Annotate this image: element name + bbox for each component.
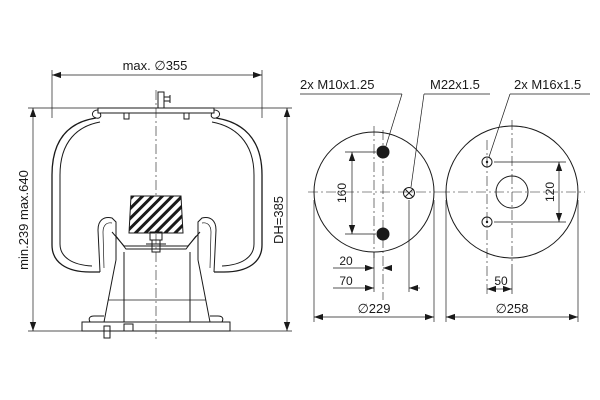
bump-stop <box>128 195 184 234</box>
bellow-outer-right <box>214 117 263 273</box>
height-range-label: min.239 max.640 <box>16 170 31 270</box>
dim-229-label: ∅229 <box>357 301 390 316</box>
piston-flange-right <box>197 217 217 273</box>
bottom-bolt-left <box>103 325 111 339</box>
top-plate-view: 160 20 70 ∅229 2x M10x1.25 M22x1.5 <box>300 77 490 322</box>
piston-flange-left <box>97 217 117 273</box>
top-bolt-right <box>183 112 190 120</box>
dim-160-label: 160 <box>335 183 349 203</box>
piston-body <box>103 245 211 323</box>
m16-hole-upper-icon <box>481 156 493 168</box>
crimp-ring-right <box>210 109 221 119</box>
m10-bolt-upper <box>376 145 390 159</box>
thread-m16-label: 2x M16x1.5 <box>514 77 581 92</box>
dim-50-label: 50 <box>494 274 508 288</box>
air-fitting-stud <box>157 91 171 109</box>
center-bolt <box>146 231 166 253</box>
m10-bolt-lower <box>376 227 390 241</box>
m22-port-icon <box>403 187 415 199</box>
max-diameter-label: max. ∅355 <box>123 58 188 73</box>
dim-120-label: 120 <box>543 182 557 202</box>
bottom-bolt-right <box>123 323 134 332</box>
air-spring-side-view: max. ∅355 min.239 max.640 DH=385 <box>16 58 292 340</box>
bellow-outer-left <box>51 117 100 273</box>
bellow-inner-left <box>59 121 101 267</box>
bellow-inner-right <box>211 121 255 267</box>
thread-m22-label: M22x1.5 <box>430 77 480 92</box>
dim-20-label: 20 <box>339 254 353 268</box>
crimp-ring-left <box>91 109 102 119</box>
dim-70-label: 70 <box>339 274 353 288</box>
m16-hole-lower-icon <box>481 216 493 228</box>
base-plate-view: 120 50 ∅258 2x M16x1.5 <box>440 77 590 322</box>
top-bolt-left <box>123 112 130 120</box>
design-height-label: DH=385 <box>271 196 286 244</box>
dim-258-label: ∅258 <box>495 301 528 316</box>
thread-m10-label: 2x M10x1.25 <box>300 77 374 92</box>
